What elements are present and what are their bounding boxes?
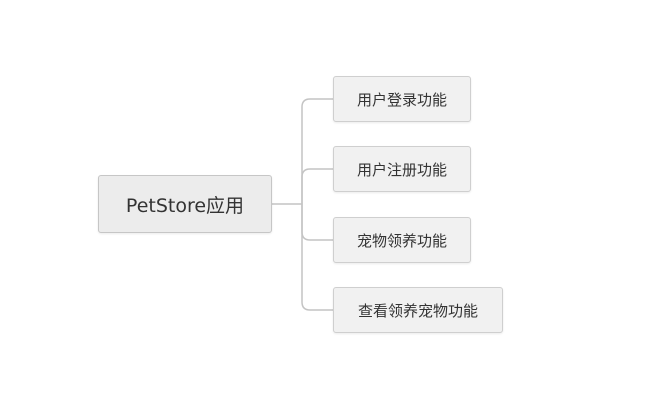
child-node-register[interactable]: 用户注册功能 (333, 146, 471, 192)
child-node-login[interactable]: 用户登录功能 (333, 76, 471, 122)
connector-branch-1 (301, 98, 333, 204)
connector-branch-2 (301, 168, 333, 204)
child-node-view-adopted[interactable]: 查看领养宠物功能 (333, 287, 503, 333)
connector-branch-4 (301, 204, 333, 311)
child-node-adopt[interactable]: 宠物领养功能 (333, 217, 471, 263)
child-node-label: 用户登录功能 (356, 90, 447, 109)
root-node[interactable]: PetStore应用 (98, 175, 272, 233)
child-node-label: 宠物领养功能 (356, 231, 447, 250)
child-node-label: 用户注册功能 (356, 160, 447, 179)
child-node-label: 查看领养宠物功能 (357, 301, 478, 320)
root-node-label: PetStore应用 (125, 194, 245, 217)
connector-branch-3 (301, 204, 333, 241)
